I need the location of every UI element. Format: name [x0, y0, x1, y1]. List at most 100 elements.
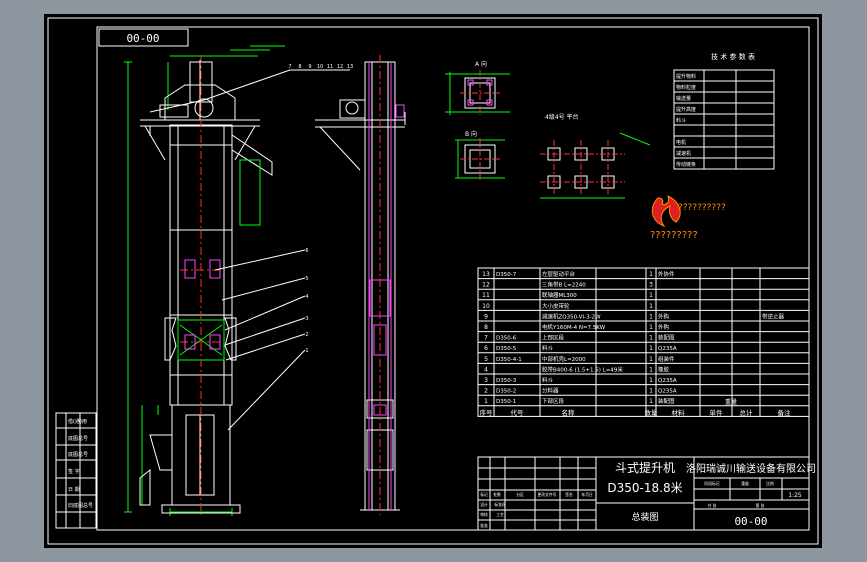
- part-number: 3: [484, 377, 488, 384]
- callout-number: 13: [347, 64, 353, 70]
- parts-header: 名称: [562, 408, 576, 417]
- part-number: 2: [484, 388, 488, 395]
- part-name: 电机Y160M-4 N=7.5KW: [542, 323, 606, 331]
- title-block-text: 斗式提升机 D350-18.8米 总装图 洛阳瑞诚川输送设备有限公司 1:25 …: [607, 460, 816, 528]
- callout-number: 7: [288, 64, 291, 70]
- part-qty: 1: [649, 324, 653, 331]
- part-qty: 1: [649, 345, 653, 352]
- part-name: 联轴器ML300: [542, 291, 577, 299]
- part-material: 外购: [658, 323, 670, 331]
- callout-number: 11: [327, 64, 333, 70]
- drawing-code-bottom: 00-00: [734, 515, 767, 528]
- parts-header-weight: 重量: [725, 398, 737, 406]
- part-number: 8: [484, 324, 488, 331]
- parts-header: 序号: [480, 408, 494, 417]
- part-number: 11: [482, 292, 490, 299]
- drawing-code-top: 00-00: [126, 32, 159, 45]
- section-label-platform: 4级4号 平台: [545, 113, 579, 121]
- logo-caption: ?????????: [650, 230, 698, 241]
- callout-number: 2: [305, 332, 308, 338]
- title-block-cell: 签名: [565, 492, 573, 497]
- part-name: 大小皮带轮: [542, 302, 570, 310]
- part-code: D350-4-1: [496, 357, 522, 363]
- part-material: 外购: [658, 312, 670, 320]
- callout-number: 5: [305, 276, 308, 282]
- side-elevation-view: [315, 55, 406, 515]
- drawing-code-box: 00-00: [98, 28, 189, 47]
- drawing-scale: 1:25: [788, 492, 802, 499]
- callout-number: 9: [308, 64, 311, 70]
- section-label-b: B 向: [465, 130, 477, 138]
- part-number: 6: [484, 345, 488, 352]
- parts-header: 备注: [778, 408, 792, 417]
- part-name: 中部机壳L=2000: [542, 355, 586, 363]
- part-qty: 1: [649, 366, 653, 373]
- part-number: 4: [484, 366, 488, 373]
- part-name: 减速机ZQ350-VI-3-2W: [542, 312, 601, 320]
- part-qty: 1: [649, 303, 653, 310]
- title-block-cell: 设计: [480, 502, 488, 507]
- part-qty: 1: [649, 377, 653, 384]
- tech-param-label: 物料粒度: [676, 84, 696, 91]
- part-qty: 1: [649, 313, 653, 320]
- part-material: Q235A: [658, 389, 677, 395]
- side-label: 旧底图总号: [68, 502, 93, 509]
- part-number: 7: [484, 335, 488, 342]
- title-block-cell: 比例: [766, 481, 774, 486]
- parts-header: 单件: [710, 408, 724, 417]
- part-name: 胶带B400-6 (1.5+1.5) L=49米: [542, 365, 623, 373]
- part-code: D350-1: [496, 399, 516, 405]
- part-qty: 1: [649, 388, 653, 395]
- part-qty: 1: [649, 356, 653, 363]
- section-label-a: A 向: [475, 60, 487, 68]
- tech-param-label: 减速机: [676, 150, 691, 157]
- side-label: 底图总号: [68, 451, 88, 458]
- side-label: 底图总号: [68, 435, 88, 442]
- title-block-cell: 工艺: [496, 512, 504, 517]
- part-number: 10: [482, 303, 490, 310]
- part-name: 上部区段: [542, 334, 565, 342]
- tech-param-label: 传动链条: [676, 161, 696, 168]
- title-block-cell: 更改文件号: [538, 492, 557, 497]
- title-block-cell: 标准化: [494, 502, 506, 507]
- part-code: D350-7: [496, 272, 517, 278]
- part-number: 13: [482, 271, 490, 278]
- title-block-cell: 年月日: [581, 492, 593, 497]
- part-material: 装配图: [658, 334, 675, 342]
- title-block-cell: 批准: [480, 523, 488, 528]
- title-block-cell: 标记: [480, 492, 488, 497]
- logo-text: ??????????: [678, 203, 726, 213]
- part-number: 9: [484, 313, 488, 320]
- callout-number: 12: [337, 64, 343, 70]
- part-qty: 1: [649, 292, 653, 299]
- tech-param-label: 料斗: [676, 117, 686, 124]
- part-number: 12: [482, 282, 490, 289]
- title-block-cell: 第 张: [756, 503, 765, 508]
- leader-lines: [203, 69, 350, 431]
- title-block-cell: 处数: [493, 492, 501, 497]
- callout-number: 4: [305, 294, 308, 300]
- side-label: 日 期: [68, 487, 80, 493]
- part-material: Q235A: [658, 378, 677, 384]
- part-name: 左层驱动平台: [542, 270, 576, 278]
- left-side-strip: [55, 412, 97, 529]
- parts-header: 数量: [645, 408, 659, 417]
- tech-param-label: 电机: [676, 139, 686, 146]
- bucket-marks: [184, 259, 221, 350]
- tech-param-label: 输送量: [676, 95, 691, 102]
- drawing-title: 斗式提升机: [615, 460, 675, 475]
- part-qty: 1: [649, 335, 653, 342]
- tech-param-label: 提升高度: [676, 106, 696, 113]
- callout-number: 3: [305, 316, 308, 322]
- company-logo: ?????????? ?????????: [650, 195, 726, 241]
- drawing-subtitle: 总装图: [631, 511, 658, 523]
- platform-plan-view: 4级4号 平台: [540, 113, 651, 199]
- title-block-cell: 共 张: [708, 503, 717, 508]
- company-name: 洛阳瑞诚川输送设备有限公司: [686, 462, 816, 475]
- part-material: 装配图: [658, 397, 675, 405]
- parts-header: 材料: [672, 408, 686, 417]
- drawing-model: D350-18.8米: [607, 481, 682, 495]
